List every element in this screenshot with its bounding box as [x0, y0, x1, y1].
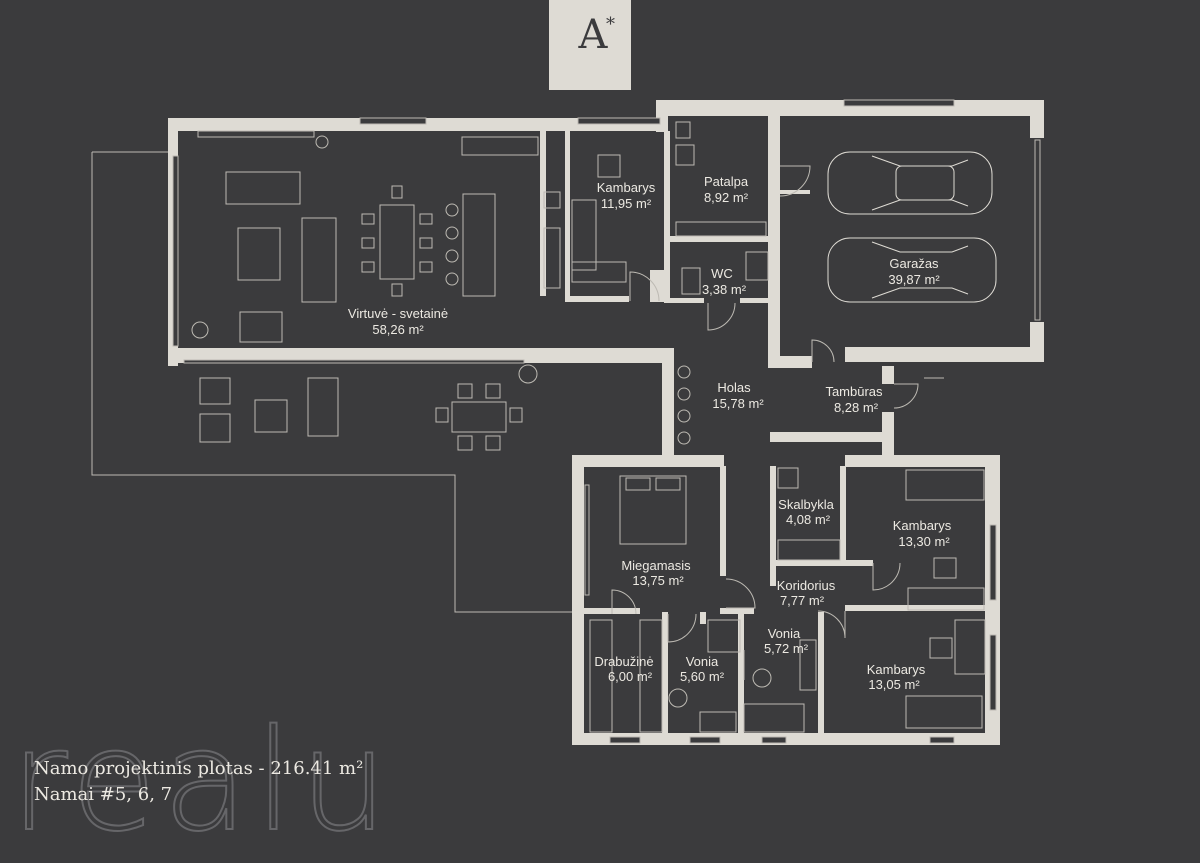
floor-plan-drawing: Virtuvė - svetainė 58,26 m² Kambarys 11,… — [91, 99, 1044, 745]
brand-letter: A — [578, 12, 608, 58]
room-name-drabuzine: Drabužinė — [594, 654, 653, 669]
terrace-outline — [91, 151, 572, 613]
room-area-koridorius: 7,77 m² — [780, 593, 825, 608]
room-area-wc: 3,38 m² — [702, 282, 747, 297]
brand-star: * — [606, 14, 615, 35]
room-name-miegamasis: Miegamasis — [621, 558, 691, 573]
room-area-vonia-1: 5,72 m² — [764, 641, 809, 656]
brand-logo: A * — [549, 0, 631, 90]
room-name-kambarys-3: Kambarys — [867, 662, 926, 677]
room-name-garazas: Garažas — [889, 256, 939, 271]
windows — [172, 99, 1041, 744]
room-name-holas: Holas — [717, 380, 751, 395]
car-top — [827, 151, 993, 215]
room-name-tamburas: Tambūras — [825, 384, 883, 399]
room-area-kambarys-2: 13,30 m² — [898, 534, 950, 549]
room-name-kambarys-2: Kambarys — [893, 518, 952, 533]
room-name-koridorius: Koridorius — [777, 578, 836, 593]
room-name-vonia-2: Vonia — [686, 654, 719, 669]
room-area-vonia-2: 5,60 m² — [680, 669, 725, 684]
car-bottom — [827, 237, 997, 303]
room-name-vonia-1: Vonia — [768, 626, 801, 641]
room-name-wc: WC — [711, 266, 733, 281]
room-area-kambarys-3: 13,05 m² — [868, 677, 920, 692]
doors — [611, 165, 944, 680]
room-name-kambarys-1: Kambarys — [597, 180, 656, 195]
room-name-virtuve: Virtuvė - svetainė — [348, 306, 448, 321]
room-area-skalbykla: 4,08 m² — [786, 512, 831, 527]
room-area-holas: 15,78 m² — [712, 396, 764, 411]
room-area-tamburas: 8,28 m² — [834, 400, 879, 415]
room-name-skalbykla: Skalbykla — [778, 497, 834, 512]
watermark-logo: realu — [9, 700, 395, 863]
room-area-miegamasis: 13,75 m² — [632, 573, 684, 588]
room-area-virtuve: 58,26 m² — [372, 322, 424, 337]
room-labels: Virtuvė - svetainė 58,26 m² Kambarys 11,… — [348, 174, 952, 692]
total-area-text: Namo projektinis plotas - 216.41 m² — [34, 758, 364, 779]
room-name-patalpa: Patalpa — [704, 174, 749, 189]
houses-text: Namai #5, 6, 7 — [34, 784, 173, 805]
room-area-patalpa: 8,92 m² — [704, 190, 749, 205]
floor-plan: A * — [9, 0, 1044, 853]
furniture — [191, 121, 986, 733]
room-area-garazas: 39,87 m² — [888, 272, 940, 287]
room-area-kambarys-1: 11,95 m² — [601, 196, 652, 211]
interior-walls — [540, 131, 1000, 737]
room-area-drabuzine: 6,00 m² — [608, 669, 653, 684]
